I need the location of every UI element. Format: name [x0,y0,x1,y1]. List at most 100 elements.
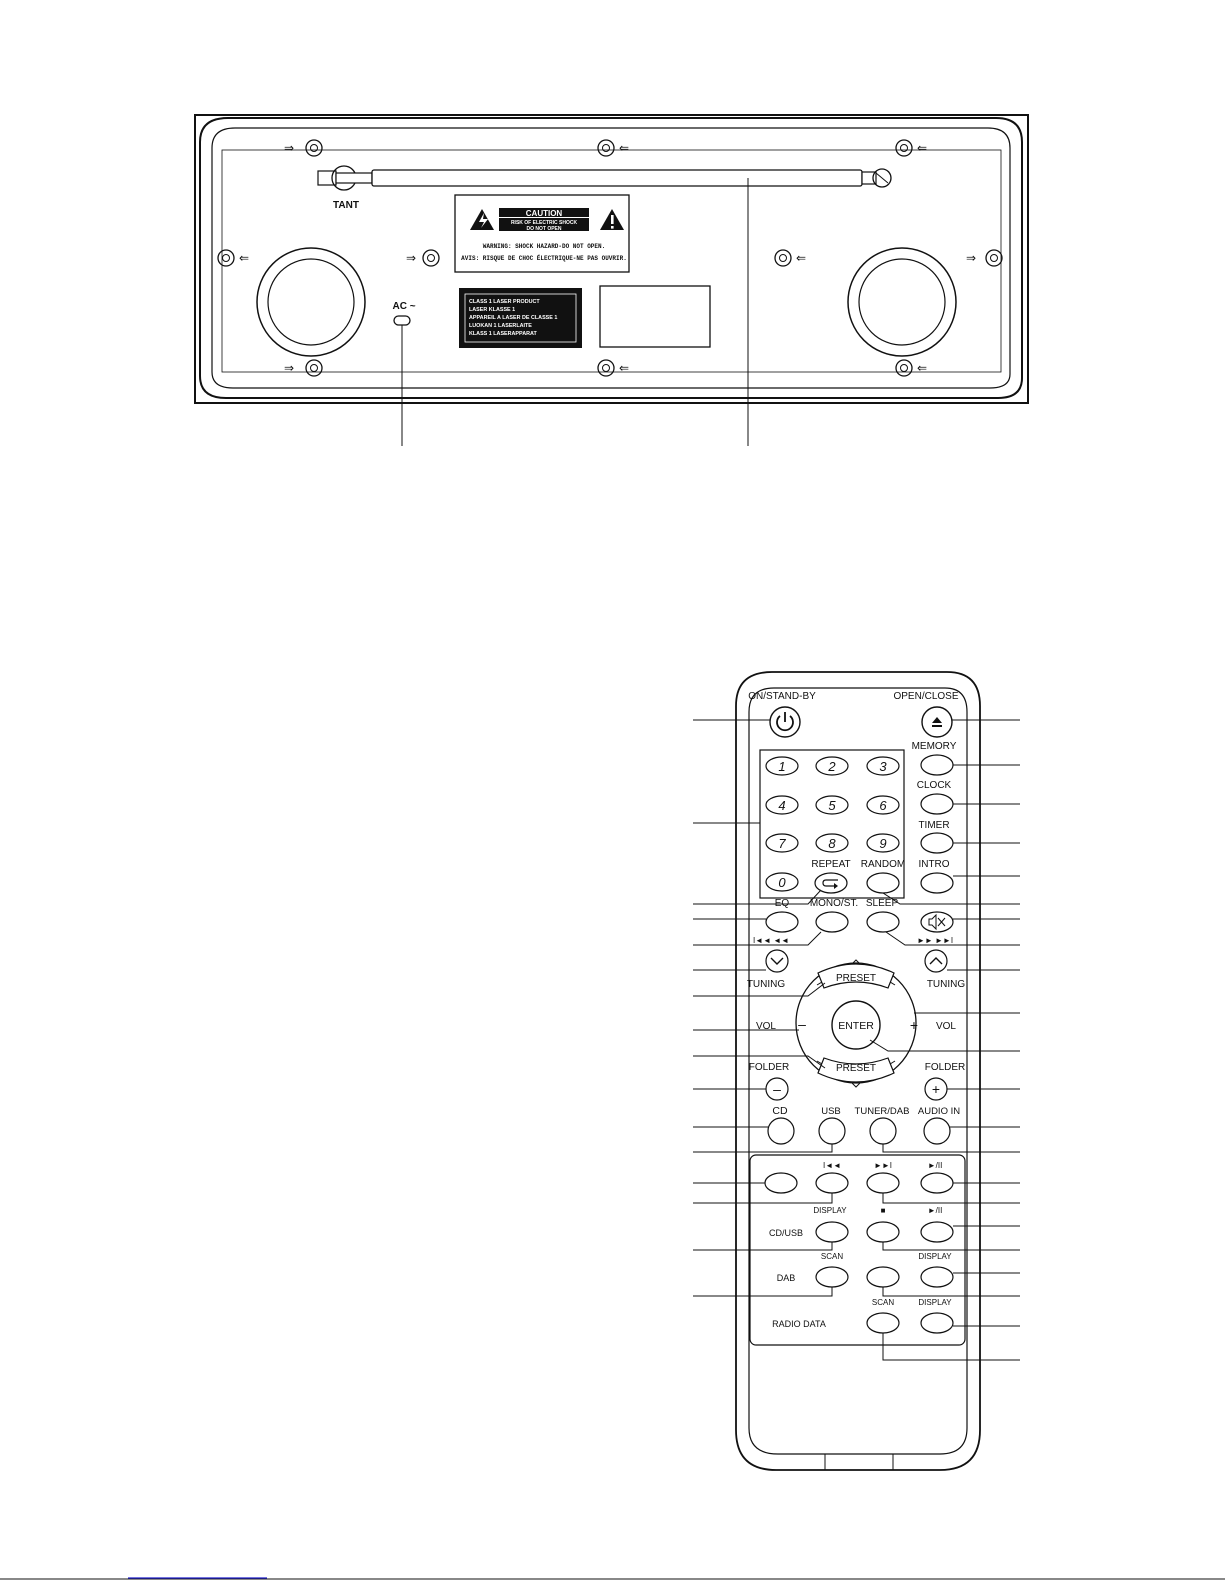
mute-button[interactable] [920,911,954,933]
screw-bottom-right: ⇐ [895,359,927,377]
remote-control: ON/STAND-BY OPEN/CLOSE 1 2 3 4 5 6 7 8 9… [735,671,981,1471]
rating-plate [599,285,711,348]
navigation-pad: PRESET PRESET – + ENTER [795,959,918,1088]
laser-line-0: CLASS 1 LASER PRODUCT [469,299,540,305]
folder-left-label: FOLDER [749,1062,790,1073]
vol-plus-symbol: + [910,1017,918,1033]
usb-button[interactable] [818,1117,846,1145]
scan-button-2[interactable] [866,1312,900,1334]
preset-down-button[interactable]: PRESET [817,1057,895,1088]
display-button-3[interactable] [920,1312,954,1334]
digit-button-2[interactable]: 2 [815,756,849,776]
rewind-symbols: I◄◄ ◄◄ [753,936,789,945]
tuner-dab-label: TUNER/DAB [855,1106,910,1117]
folder-right-label: FOLDER [925,1062,966,1073]
laser-class-label: CLASS 1 LASER PRODUCT LASER KLASSE 1 APP… [459,288,582,348]
svg-text:⇐: ⇐ [619,361,629,375]
telescopic-antenna [317,165,892,191]
preset-up-button[interactable]: PRESET [817,959,895,989]
digit-button-6[interactable]: 6 [866,795,900,815]
screw-mid-far-left: ⇐ [217,249,249,267]
tuning-left-label: TUNING [747,979,786,990]
enter-button[interactable]: ENTER [831,1000,881,1050]
repeat-icon [822,879,838,887]
blank-function-button[interactable] [764,1172,798,1194]
prev-button[interactable] [815,1172,849,1194]
folder-minus-button[interactable]: – [765,1077,789,1101]
clock-button[interactable] [920,793,954,815]
tuning-up-button[interactable] [924,949,948,973]
svg-text:⇒: ⇒ [284,141,294,155]
folder-plus-button[interactable]: + [924,1077,948,1101]
screw-top-left: ⇒ [284,139,323,157]
chevron-down-icon [851,1082,861,1088]
audio-in-button[interactable] [923,1117,951,1145]
svg-text:⇐: ⇐ [239,251,249,265]
tuning-down-button[interactable] [765,949,789,973]
eject-icon [932,717,942,723]
timer-button[interactable] [920,832,954,854]
scan-label-1: SCAN [821,1252,843,1261]
display-label-1: DISPLAY [813,1206,847,1215]
display-button-1[interactable] [815,1221,849,1243]
play-pause-button-1[interactable] [920,1172,954,1194]
play-pause-symbol-1: ►/II [928,1161,943,1170]
cd-button[interactable] [767,1117,795,1145]
digit-button-9[interactable]: 9 [866,833,900,853]
display-button-2[interactable] [920,1266,954,1288]
display-label-2: DISPLAY [918,1252,952,1261]
intro-button[interactable] [920,872,954,894]
prev-symbol: I◄◄ [823,1161,841,1170]
digit-button-0[interactable]: 0 [765,872,799,892]
tuner-dab-button[interactable] [869,1117,897,1145]
digit-button-3[interactable]: 3 [866,756,900,776]
stop-button[interactable] [866,1221,900,1243]
digit-4-label: 4 [778,798,785,813]
next-symbol: ►►I [874,1161,892,1170]
usb-label: USB [821,1106,841,1117]
digit-9-label: 9 [879,836,886,851]
digit-button-1[interactable]: 1 [765,756,799,776]
caution-warning-text: WARNING: SHOCK HAZARD-DO NOT OPEN. [483,243,605,250]
ac-label: AC ~ [392,301,415,312]
vol-minus-button[interactable]: – [798,1016,806,1032]
preset-top-label: PRESET [836,973,876,984]
next-button[interactable] [866,1172,900,1194]
dab-extra-button[interactable] [866,1266,900,1288]
open-close-button[interactable] [921,706,953,738]
screw-top-right: ⇐ [895,139,927,157]
sleep-label: SLEEP [866,898,899,909]
digit-button-8[interactable]: 8 [815,833,849,853]
cd-usb-label: CD/USB [769,1228,803,1238]
repeat-button[interactable] [814,872,848,894]
folder-minus-symbol: – [773,1081,781,1097]
digit-button-5[interactable]: 5 [815,795,849,815]
sleep-button[interactable] [866,911,900,933]
clock-label: CLOCK [917,780,952,791]
open-close-label: OPEN/CLOSE [893,691,958,702]
eq-button[interactable] [765,911,799,933]
repeat-label: REPEAT [811,859,850,870]
audio-in-label: AUDIO IN [918,1106,960,1117]
scan-label-2: SCAN [872,1298,894,1307]
svg-text:⇐: ⇐ [917,361,927,375]
mono-st-button[interactable] [815,911,849,933]
svg-text:⇐: ⇐ [917,141,927,155]
power-button[interactable] [769,706,801,738]
vol-minus-symbol: – [798,1016,806,1032]
play-pause-button-2[interactable] [920,1221,954,1243]
screw-mid-right: ⇐ [774,249,806,267]
scan-button-1[interactable] [815,1266,849,1288]
callout-lines-right [869,719,1020,1361]
power-icon [776,715,794,732]
ac-power-socket [393,315,411,326]
panel-outer-frame [194,114,1029,404]
random-button[interactable] [866,872,900,894]
vol-plus-button[interactable]: + [910,1017,918,1033]
memory-button[interactable] [920,754,954,776]
screw-bottom-left: ⇒ [284,359,323,377]
digit-button-4[interactable]: 4 [765,795,799,815]
forward-symbols: ►► ►►I [917,936,953,945]
digit-button-7[interactable]: 7 [765,833,799,853]
